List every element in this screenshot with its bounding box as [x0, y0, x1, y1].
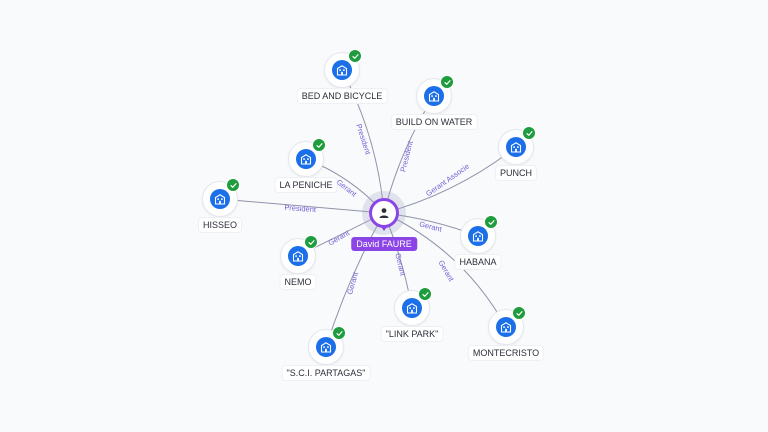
edge-role-label-hisseo: President — [284, 203, 317, 214]
checkmark-icon — [525, 130, 533, 136]
company-node-circle[interactable] — [395, 287, 432, 325]
building-icon — [336, 65, 348, 76]
checkmark-icon — [421, 291, 429, 297]
company-node-circle[interactable] — [325, 49, 362, 87]
company-name-label[interactable]: HISSEO — [198, 218, 242, 232]
building-icon — [406, 303, 418, 314]
company-icon-badge — [424, 86, 444, 106]
company-name-label[interactable]: BED AND BICYCLE — [297, 89, 387, 103]
company-icon-badge — [496, 317, 516, 337]
company-name-label[interactable]: LA PENICHE — [275, 178, 337, 192]
company-name-label[interactable]: BUILD ON WATER — [391, 115, 477, 129]
check-badge-icon — [522, 126, 536, 140]
company-icon-badge — [210, 189, 230, 209]
checkmark-icon — [335, 330, 343, 336]
company-node-circle[interactable] — [461, 215, 498, 253]
checkmark-icon — [307, 239, 315, 245]
building-icon — [428, 91, 440, 102]
checkmark-icon — [351, 53, 359, 59]
building-icon — [320, 342, 332, 353]
edge-role-label-link-park: Gerant — [393, 252, 408, 277]
check-badge-icon — [226, 178, 240, 192]
company-icon-badge — [332, 60, 352, 80]
check-badge-icon — [418, 287, 432, 301]
edge-hisseo — [219, 198, 385, 214]
company-node-circle[interactable] — [281, 235, 318, 273]
person-icon — [379, 208, 389, 218]
company-name-label[interactable]: "S.C.I. PARTAGAS" — [282, 366, 370, 380]
company-name-label[interactable]: PUNCH — [495, 166, 537, 180]
check-badge-icon — [484, 215, 498, 229]
company-icon-badge — [296, 149, 316, 169]
company-icon-badge — [468, 226, 488, 246]
building-icon — [510, 142, 522, 153]
person-pin[interactable] — [369, 198, 399, 228]
building-icon — [472, 231, 484, 242]
checkmark-icon — [315, 142, 323, 148]
company-icon-badge — [288, 246, 308, 266]
person-name-label[interactable]: David FAURE — [351, 237, 417, 251]
company-node-circle[interactable] — [489, 306, 526, 344]
edge-role-label-punch: Gerant Associe — [424, 162, 471, 199]
checkmark-icon — [515, 310, 523, 316]
building-icon — [500, 322, 512, 333]
edge-role-label-montecristo: Gerant — [437, 259, 457, 284]
check-badge-icon — [440, 75, 454, 89]
company-node-circle[interactable] — [417, 75, 454, 113]
check-badge-icon — [304, 235, 318, 249]
building-icon — [214, 194, 226, 205]
check-badge-icon — [312, 138, 326, 152]
checkmark-icon — [443, 79, 451, 85]
company-name-label[interactable]: NEMO — [280, 275, 316, 289]
check-badge-icon — [348, 49, 362, 63]
check-badge-icon — [332, 326, 346, 340]
building-icon — [300, 154, 312, 165]
building-icon — [292, 251, 304, 262]
edge-role-label-habana: Gerant — [418, 219, 443, 234]
edge-bed-and-bicycle — [341, 69, 385, 214]
company-node-circle[interactable] — [309, 326, 346, 364]
checkmark-icon — [487, 219, 495, 225]
check-badge-icon — [512, 306, 526, 320]
edge-role-label-build-on-water: President — [398, 139, 415, 173]
company-icon-badge — [316, 337, 336, 357]
checkmark-icon — [229, 182, 237, 188]
company-node-circle[interactable] — [203, 178, 240, 216]
edge-montecristo — [383, 212, 507, 328]
edge-role-label-sci-partagas: Gerant — [345, 270, 360, 295]
company-icon-badge — [402, 298, 422, 318]
company-name-label[interactable]: "LINK PARK" — [381, 327, 443, 341]
company-icon-badge — [506, 137, 526, 157]
company-name-label[interactable]: MONTECRISTO — [468, 346, 544, 360]
company-name-label[interactable]: HABANA — [455, 255, 501, 269]
company-node-circle[interactable] — [289, 138, 326, 176]
company-node-circle[interactable] — [499, 126, 536, 164]
